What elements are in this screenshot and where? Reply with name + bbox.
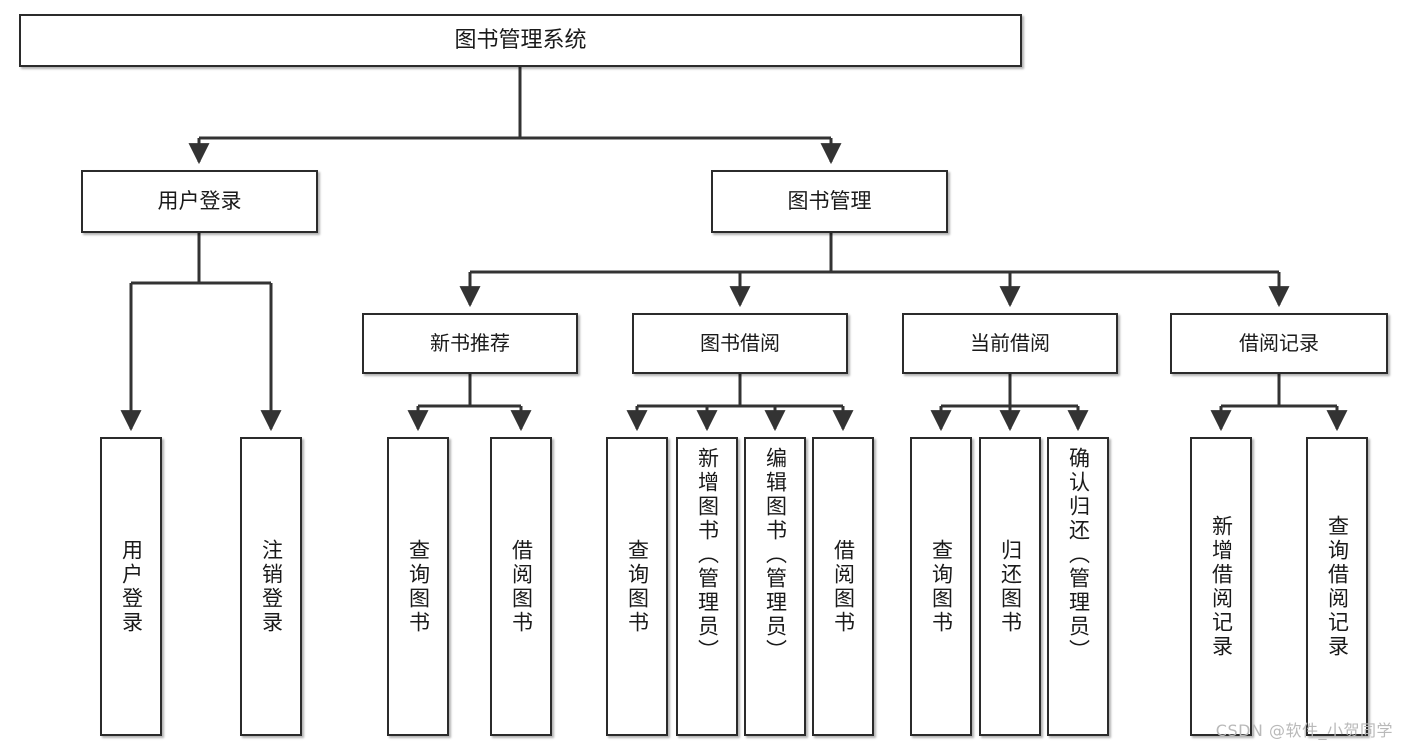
leaf-query-book-2[interactable]: 查询图书: [606, 437, 668, 736]
leaf-query-record-label: 查询借阅记录: [1325, 514, 1350, 659]
leaf-query-book-3[interactable]: 查询图书: [910, 437, 972, 736]
leaf-user-login-label: 用户登录: [119, 538, 144, 635]
node-borrow-record-label: 借阅记录: [1239, 331, 1319, 355]
leaf-add-book[interactable]: 新增图书（管理员）: [676, 437, 738, 736]
leaf-edit-book-label: 编辑图书（管理员）: [763, 447, 788, 663]
leaf-borrow-book-2[interactable]: 借阅图书: [812, 437, 874, 736]
node-book-borrow-label: 图书借阅: [700, 331, 780, 355]
leaf-user-login[interactable]: 用户登录: [100, 437, 162, 736]
node-current-borrow[interactable]: 当前借阅: [902, 313, 1118, 374]
leaf-user-logout-label: 注销登录: [259, 538, 284, 635]
leaf-query-record[interactable]: 查询借阅记录: [1306, 437, 1368, 736]
leaf-query-book-1-label: 查询图书: [406, 538, 431, 635]
leaf-borrow-book-2-label: 借阅图书: [831, 538, 856, 635]
leaf-edit-book[interactable]: 编辑图书（管理员）: [744, 437, 806, 736]
leaf-user-logout[interactable]: 注销登录: [240, 437, 302, 736]
leaf-confirm-return-label: 确认归还（管理员）: [1066, 447, 1091, 663]
leaf-add-book-label: 新增图书（管理员）: [695, 447, 720, 663]
leaf-query-book-3-label: 查询图书: [929, 538, 954, 635]
leaf-query-book-1[interactable]: 查询图书: [387, 437, 449, 736]
leaf-borrow-book-1-label: 借阅图书: [509, 538, 534, 635]
node-current-borrow-label: 当前借阅: [970, 331, 1050, 355]
node-root-label: 图书管理系统: [454, 27, 587, 53]
watermark: CSDN @软件_小贺同学: [1215, 721, 1393, 740]
node-root[interactable]: 图书管理系统: [19, 14, 1022, 67]
leaf-add-record[interactable]: 新增借阅记录: [1190, 437, 1252, 736]
node-book-management-label: 图书管理: [787, 189, 872, 214]
node-user-login[interactable]: 用户登录: [81, 170, 318, 233]
node-book-management[interactable]: 图书管理: [711, 170, 948, 233]
leaf-return-book[interactable]: 归还图书: [979, 437, 1041, 736]
node-user-login-label: 用户登录: [157, 189, 242, 214]
leaf-query-book-2-label: 查询图书: [625, 538, 650, 635]
leaf-confirm-return[interactable]: 确认归还（管理员）: [1047, 437, 1109, 736]
leaf-add-record-label: 新增借阅记录: [1209, 514, 1234, 659]
node-new-book-recommend-label: 新书推荐: [430, 331, 510, 355]
node-new-book-recommend[interactable]: 新书推荐: [362, 313, 578, 374]
leaf-borrow-book-1[interactable]: 借阅图书: [490, 437, 552, 736]
leaf-return-book-label: 归还图书: [998, 538, 1023, 635]
node-borrow-record[interactable]: 借阅记录: [1170, 313, 1388, 374]
node-book-borrow[interactable]: 图书借阅: [632, 313, 848, 374]
